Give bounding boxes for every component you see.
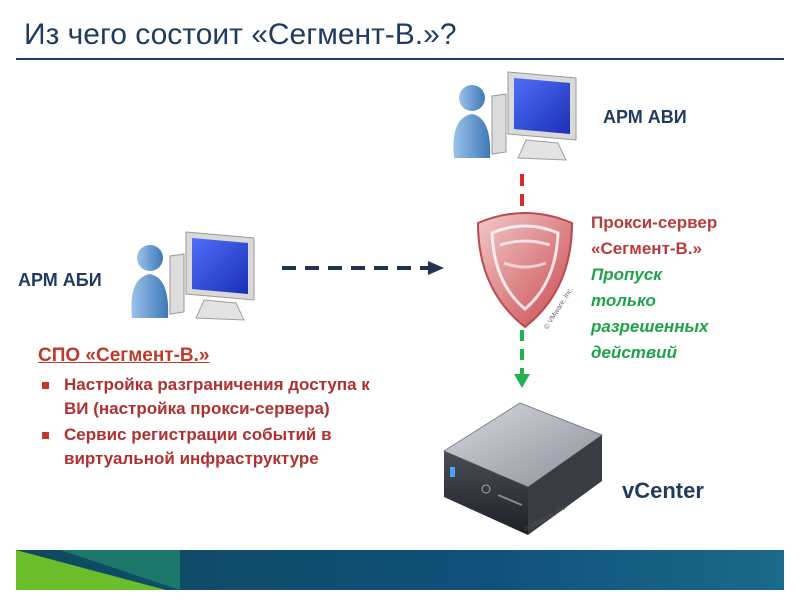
proxy-line2: «Сегмент-В.» [591, 239, 703, 258]
proxy-allow4: действий [591, 343, 677, 362]
title-divider [16, 58, 784, 60]
page-title: Из чего состоит «Сегмент-В.»? [24, 18, 457, 51]
proxy-allow1: Пропуск [591, 265, 662, 284]
proxy-allow3: разрешенных [591, 317, 709, 336]
proxy-line1: Прокси-сервер [591, 213, 718, 232]
proxy-allow2: только [591, 291, 656, 310]
user-workstation-icon-avi [453, 71, 577, 161]
connector-proxy-to-vcenter [514, 330, 530, 388]
shield-icon [476, 212, 574, 329]
list-item: Настройка разграничения доступа к ВИ (на… [38, 373, 378, 421]
proxy-description: Прокси-сервер «Сегмент-В.» Пропуск тольк… [591, 210, 791, 366]
spo-item-text: Настройка разграничения доступа к ВИ (на… [64, 375, 370, 418]
server-icon [442, 402, 604, 535]
connector-abi-to-proxy [282, 261, 444, 275]
footer-accent-teal [60, 550, 180, 590]
bullet-icon [42, 382, 49, 389]
list-item: Сервис регистрации событий в виртуальной… [38, 423, 378, 471]
vcenter-label: vCenter [622, 478, 704, 503]
spo-title: СПО «Сегмент-В.» [38, 345, 210, 366]
spo-block: СПО «Сегмент-В.» Настройка разграничения… [38, 345, 378, 473]
spo-item-text: Сервис регистрации событий в виртуальной… [64, 425, 332, 468]
arm-avi-label: АРМ АВИ [603, 107, 687, 127]
user-workstation-icon-abi [131, 231, 255, 321]
spo-list: Настройка разграничения доступа к ВИ (на… [38, 373, 378, 471]
arm-abi-label: АРМ АБИ [18, 270, 102, 290]
bullet-icon [42, 432, 49, 439]
